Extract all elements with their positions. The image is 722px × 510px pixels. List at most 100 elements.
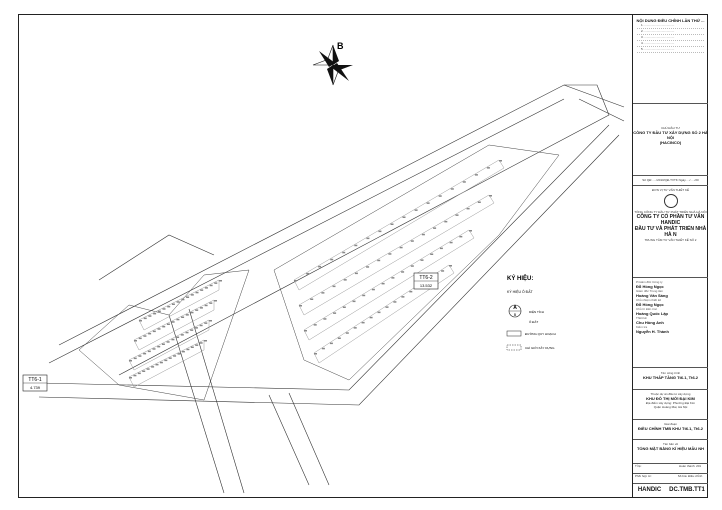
project-item: KHU THẤP TẦNG Tt6.1, Tt6.2 xyxy=(642,375,699,380)
lot-mark xyxy=(342,251,346,254)
sheet-title: TỔNG MẶT BẰNG KÍ HIỆU MẪU NH xyxy=(636,446,705,451)
lot-mark xyxy=(466,207,470,210)
lot-mark xyxy=(450,188,454,190)
project-plan: KHU ĐÔ THỊ MỚI ĐẠI KIM xyxy=(646,396,695,401)
lot-mark xyxy=(194,327,198,329)
legend-lot-area: DIỆN TÍCH xyxy=(529,309,544,314)
lot-mark xyxy=(168,357,172,359)
lot-mark xyxy=(190,329,194,331)
lot-mark xyxy=(321,292,325,294)
lot-mark xyxy=(157,345,161,348)
zone-area: 13.532 xyxy=(420,283,433,288)
lot-mark xyxy=(180,334,184,336)
owner-abbr: (HACINCO) xyxy=(659,140,682,145)
lot-mark xyxy=(176,318,180,321)
person-role: Thiết kế xyxy=(636,316,647,320)
lot-mark xyxy=(306,272,310,275)
lot-mark xyxy=(366,266,370,268)
footer-company: HANDIC xyxy=(637,487,662,493)
lot-mark xyxy=(314,353,317,355)
lot-mark xyxy=(391,277,395,279)
sheet-title-box: Tên bản vẽ TỔNG MẶT BẰNG KÍ HIỆU MẪU NH xyxy=(633,439,708,463)
north-arrow-icon: B xyxy=(312,41,353,86)
lot-mark xyxy=(399,246,403,249)
revision-line: 3. .................................... xyxy=(637,35,704,41)
project-item-caption: Tên công trình xyxy=(660,371,681,375)
phase: ĐIỀU CHỈNH TMB KHU Tt6.1, Tt6.2 xyxy=(638,426,703,431)
lot-mark xyxy=(499,160,502,162)
footer-row-1: Tỉ lệ: Hoàn thành: 201 xyxy=(633,463,708,473)
lot-mark xyxy=(433,227,437,229)
footer-file: Phối hợp từ: xyxy=(635,474,652,478)
company-logo-icon xyxy=(663,194,678,208)
lot-mark xyxy=(209,284,213,287)
lot-mark xyxy=(185,331,189,334)
lot-mark xyxy=(371,288,375,291)
lot-mark xyxy=(318,265,322,268)
lot-mark xyxy=(171,321,175,323)
lot-mark xyxy=(159,361,163,364)
legend-boundary: ĐƯỜNG QUY HOẠCH xyxy=(525,331,556,336)
lot-mark xyxy=(138,355,142,357)
lot-mark xyxy=(204,340,207,342)
signatures-box: P.Giám đốc Công ty Đỗ Hồng Ngọc Giám đốc… xyxy=(633,277,708,367)
lot-mark xyxy=(147,350,151,353)
lot-mark xyxy=(181,350,185,353)
project-item-box: Tên công trình KHU THẤP TẦNG Tt6.1, Tt6.… xyxy=(633,367,708,389)
person-name: Đỗ Hồng Ngọc xyxy=(636,302,664,307)
lot-mark xyxy=(333,312,337,314)
legend-lot-id: Ô ĐẤT xyxy=(529,319,538,324)
lot-mark xyxy=(421,233,425,236)
revision-box: NỘI DUNG ĐIỀU CHỈNH LẦN THỨ ... 1. .....… xyxy=(633,15,708,103)
project-plan-caption: Thuộc dự án đầu tư xây dựng xyxy=(650,392,691,396)
lot-mark xyxy=(449,241,453,244)
revision-line: 1. .................................... xyxy=(637,23,704,29)
person-role: Kiểm tra xyxy=(636,325,648,329)
owner-name: CÔNG TY ĐẦU TƯ XÂY DỰNG SỐ 2 HÀ NỘI xyxy=(633,130,708,140)
lot-mark xyxy=(426,202,430,204)
lot-mark xyxy=(393,301,397,303)
revision-line: 4. .................................... xyxy=(637,41,704,47)
owner-caption: CHỦ ĐẦU TƯ xyxy=(661,126,680,130)
lot-mark xyxy=(332,285,336,288)
footer-row-2: Phối hợp từ: Số bìa: Điều chỉnh xyxy=(633,473,708,483)
lot-mark xyxy=(414,209,418,211)
lot-mark xyxy=(439,247,443,250)
zone-name: TT6-1 xyxy=(28,377,42,383)
person-name: Đỗ Hồng Ngọc xyxy=(636,284,664,289)
lot-mark xyxy=(410,265,414,267)
lot-mark xyxy=(195,291,199,294)
person-role: P.Giám đốc Công ty xyxy=(636,280,663,284)
lot-mark xyxy=(176,336,180,338)
lot-mark xyxy=(410,240,414,242)
lot-mark xyxy=(129,377,132,379)
lot-mark xyxy=(199,324,203,327)
consultant-name-1: CÔNG TY CỔ PHẦN TƯ VẤN HANDIC xyxy=(636,214,705,226)
person-name: Hoàng Văn Sáng xyxy=(636,293,668,298)
lot-mark xyxy=(209,302,213,304)
consultant-box: ĐƠN VỊ TƯ VẤN THIẾT KẾ TỔNG CÔNG TY ĐẦU … xyxy=(633,185,708,277)
lot-mark xyxy=(186,296,190,298)
lot-mark xyxy=(181,298,185,301)
lot-mark xyxy=(354,272,358,275)
lot-mark xyxy=(378,230,382,233)
legend-build-line: CHỈ GIỚI XÂY DỰNG xyxy=(525,345,555,350)
road-network xyxy=(38,84,625,494)
lot-mark xyxy=(195,344,199,346)
lot-mark xyxy=(204,322,208,324)
lot-mark xyxy=(330,258,334,261)
owner-box: CHỦ ĐẦU TƯ CÔNG TY ĐẦU TƯ XÂY DỰNG SỐ 2 … xyxy=(633,103,708,175)
lot-mark xyxy=(354,244,358,247)
footer-code: DC.TMB.TT1 xyxy=(669,487,705,493)
lot-mark xyxy=(195,309,199,311)
lot-mark xyxy=(477,201,481,203)
lot-mark xyxy=(157,310,161,313)
lot-mark xyxy=(366,237,370,240)
lot-mark xyxy=(409,290,413,293)
lot-mark xyxy=(200,289,204,291)
lot-mark xyxy=(129,360,132,362)
lot-mark xyxy=(167,305,171,308)
sheet-caption: Tên bản vẽ xyxy=(662,442,678,446)
person-name: Hoàng Quốc Lập xyxy=(636,311,668,316)
lot-mark xyxy=(162,325,166,328)
